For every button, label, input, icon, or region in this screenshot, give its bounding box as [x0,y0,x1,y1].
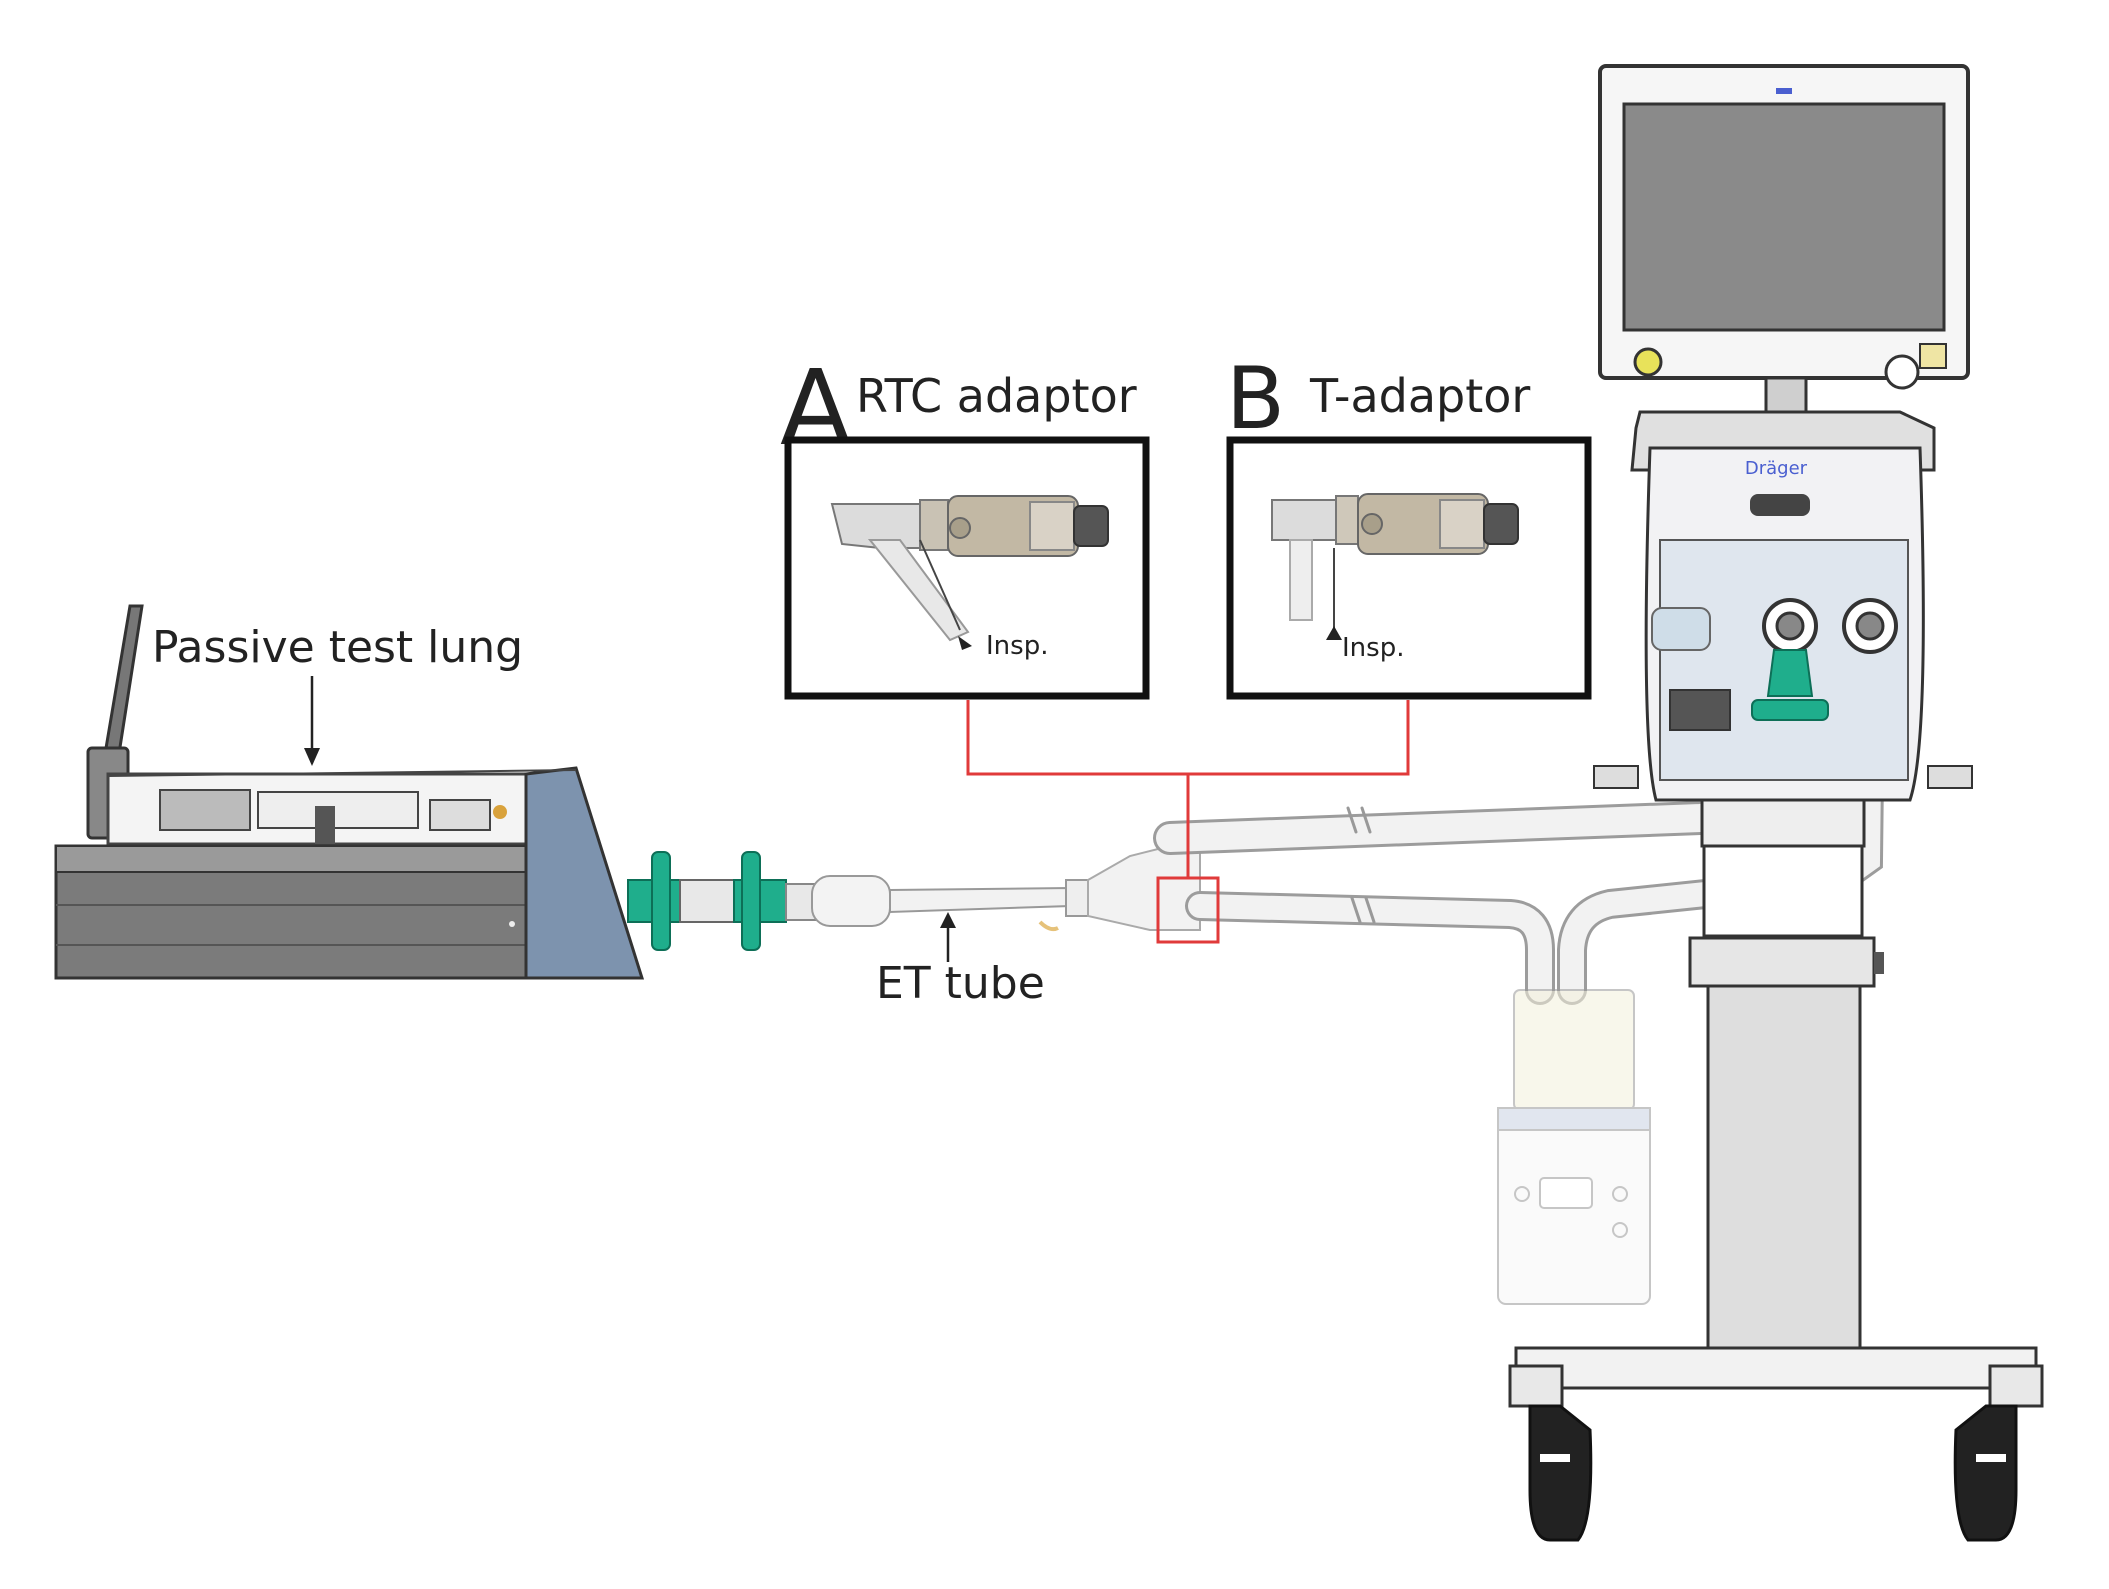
test-lung-arrowhead [304,748,320,766]
passive-test-lung [54,604,645,980]
ventilator: Dräger [1497,64,2044,1542]
humidifier [1497,989,1651,1305]
panel-b-letter: B [1226,349,1285,449]
panel-b-title: T-adaptor [1309,369,1530,423]
panel-a-insp-label: Insp. [986,631,1048,661]
panel-b-frame [1226,436,1592,700]
ventilator-screen [1622,102,1946,332]
panel-b-insp-label: Insp. [1342,633,1404,663]
panel-a: A RTC adaptor Insp. [780,347,1150,700]
t-adaptor-drawing [1271,493,1519,640]
rtc-adaptor-drawing [830,495,1109,650]
brand-logo: Dräger [1745,458,1808,479]
et-tube-arrowhead [940,912,956,928]
panel-a-frame [784,436,1150,700]
et-tube-label: ET tube [876,958,1045,1009]
panel-a-title: RTC adaptor [856,369,1137,423]
adaptor-connection-lines [966,700,1410,944]
panel-b: B T-adaptor Insp. [1226,349,1592,700]
test-lung-label: Passive test lung [152,622,523,673]
et-tube [811,875,1089,932]
filter-connectors [627,851,817,951]
